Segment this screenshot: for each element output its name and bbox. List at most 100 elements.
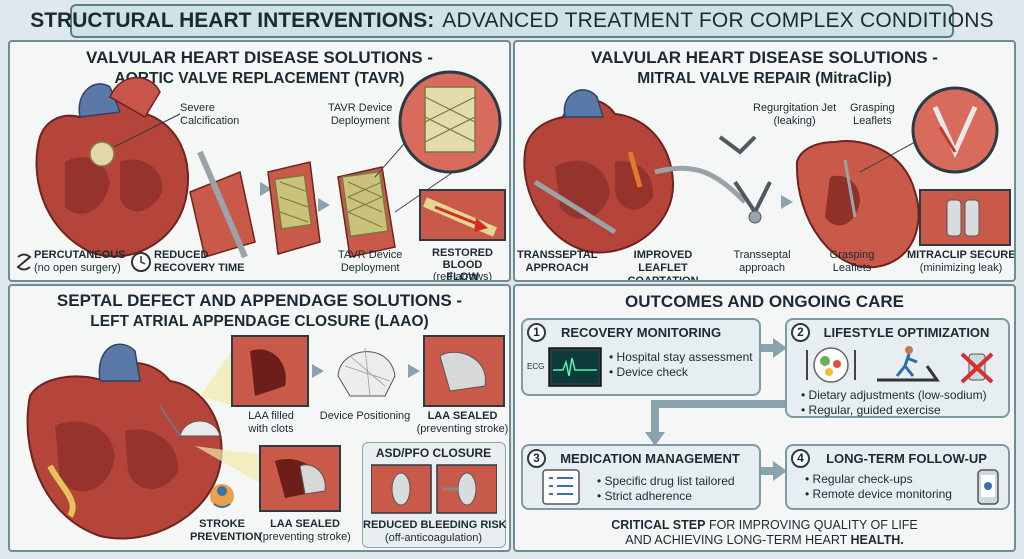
vessel-icon (189, 150, 256, 259)
card-bullet: Remote device monitoring (805, 487, 952, 502)
restored-flow-label: RESTORED BLOOD FLOW (432, 247, 493, 282)
bleeding-risk-label: REDUCED BLEEDING RISK (363, 519, 507, 531)
clip-secured-icon (919, 189, 1011, 246)
percutaneous-label: PERCUTANEOUS (34, 249, 126, 261)
restored-flow-sub-label: (red arrows) (432, 271, 493, 282)
laa-sealed-top-sub-label: (preventing stroke) (416, 423, 509, 435)
laao-illustration (26, 335, 505, 540)
clip-icon (733, 180, 772, 224)
laa-sealed-bottom-sub-label: (preventing stroke) (259, 531, 351, 543)
grasping-bottom-label: Grasping Leaflets (829, 249, 875, 274)
transseptal-approach-bold-label: TRANSSEPTAL APPROACH (517, 249, 598, 274)
footer-bold: CRITICAL STEP (611, 518, 706, 532)
tavr-deployment-bottom-label: TAVR Device Deployment (338, 249, 403, 274)
card-bullet: Regular, guided exercise (801, 403, 987, 418)
card-lifestyle-optimization: 2 LIFESTYLE OPTIMIZATION Dietary a (785, 318, 1010, 418)
card-bullet: Specific drug list tailored (597, 474, 735, 489)
panel-mitraclip: VALVULAR HEART DISEASE SOLUTIONS - MITRA… (513, 40, 1016, 282)
ecg-label: ECG (527, 362, 545, 371)
magnifier-icon (859, 86, 999, 174)
footer-line2-text: AND ACHIEVING LONG-TERM HEART (625, 533, 848, 547)
stroke-prevention-label: STROKE PREVENTION (190, 518, 262, 543)
tavr-title-line2: AORTIC VALVE REPLACEMENT (TAVR) (114, 70, 405, 87)
card-bullet: Device check (609, 365, 753, 380)
occluder-device-icon (159, 405, 221, 437)
heart-icon (523, 89, 675, 254)
tavr-title-line1: VALVULAR HEART DISEASE SOLUTIONS - (86, 48, 433, 67)
reduced-label: REDUCED (154, 249, 209, 261)
laa-sealed-top-label: LAA SEALED (427, 410, 498, 422)
lifestyle-icons (806, 346, 994, 384)
food-plate-icon (806, 347, 856, 383)
header-title-bold: STRUCTURAL HEART INTERVENTIONS: (30, 9, 435, 32)
clock-icon (131, 252, 151, 272)
card-title: RECOVERY MONITORING (560, 325, 722, 340)
flow-arrows (645, 338, 795, 481)
card-medication-management: 3 MEDICATION MANAGEMENT Specific drug li… (521, 444, 761, 510)
asd-pfo-box: ASD/PFO CLOSURE REDUCED BLEEDING RISK (o… (362, 442, 507, 548)
device-positioning-icon (337, 347, 396, 397)
laao-title-line1: SEPTAL DEFECT AND APPENDAGE SOLUTIONS - (56, 291, 463, 310)
laa-sealed-icon (423, 335, 505, 407)
bleeding-risk-sub-label: (off-anticoagulation) (384, 532, 483, 544)
footer-line1: CRITICAL STEP FOR IMPROVING QUALITY OF L… (515, 518, 1014, 533)
card-number: 3 (527, 449, 546, 468)
improved-coaptation-label: IMPROVED LEAFLET COAPTATION (627, 249, 699, 282)
recovery-time-label: RECOVERY TIME (154, 262, 245, 274)
phone-monitor-icon (977, 469, 999, 505)
restored-flow-icon (419, 189, 506, 241)
card-title: LONG-TERM FOLLOW-UP (826, 451, 987, 466)
device-positioning-label: Device Positioning (319, 410, 411, 422)
panel-laao: SEPTAL DEFECT AND APPENDAGE SOLUTIONS - … (8, 284, 511, 552)
page-header: STRUCTURAL HEART INTERVENTIONS: ADVANCED… (30, 4, 994, 38)
laa-sealed-bottom-label: LAA SEALED (270, 518, 340, 530)
mitraclip-secured-label: MITRACLIP SECURED (907, 249, 1016, 261)
severe-calcification-label: Severe Calcification (180, 102, 240, 127)
footer-rest: FOR IMPROVING QUALITY OF LIFE (708, 518, 918, 532)
tavr-illustration (16, 70, 506, 272)
card-title: MEDICATION MANAGEMENT (560, 451, 740, 466)
header-title-rest: ADVANCED TREATMENT FOR COMPLEX CONDITION… (442, 9, 994, 32)
clip-open-icon (718, 135, 757, 155)
mitral-title-line2: MITRAL VALVE REPAIR (MitraClip) (637, 70, 892, 87)
footer-line2: AND ACHIEVING LONG-TERM HEART HEALTH. (515, 533, 1014, 548)
outcomes-title: OUTCOMES AND ONGOING CARE (625, 292, 904, 311)
heart-icon (35, 76, 189, 258)
panel-outcomes: OUTCOMES AND ONGOING CARE 1 RECOVERY MON… (513, 284, 1016, 552)
stent-deployed-icon (337, 166, 396, 258)
treadmill-icon (877, 346, 940, 382)
card-number: 1 (527, 323, 546, 342)
laa-clots-icon (231, 335, 309, 407)
mitraclip-secured-sub-label: (minimizing leak) (919, 262, 1003, 274)
card-bullet: Regular check-ups (805, 472, 952, 487)
percutaneous-sub-label: (no open surgery) (34, 262, 121, 274)
mitral-illustration (523, 86, 1011, 269)
laa-clots-label: LAA filled with clots (248, 410, 294, 435)
heart-icon (26, 343, 223, 540)
card-bullet: Hospital stay assessment (609, 350, 753, 365)
mitral-title-line1: VALVULAR HEART DISEASE SOLUTIONS - (591, 48, 938, 67)
card-number: 4 (791, 449, 810, 468)
tavr-deployment-top-label: TAVR Device Deployment (328, 102, 393, 127)
grasping-top-label: Grasping Leaflets (850, 102, 895, 127)
asd-pfo-title: ASD/PFO CLOSURE (375, 446, 492, 460)
ecg-monitor-icon (548, 347, 602, 387)
card-number: 2 (791, 323, 810, 342)
percutaneous-icon (16, 253, 32, 271)
checklist-icon (542, 469, 580, 505)
card-long-term-follow-up: 4 LONG-TERM FOLLOW-UP Regular check-ups … (785, 444, 1010, 510)
footer-bold2: HEALTH. (850, 533, 904, 547)
no-salt-icon (960, 352, 994, 384)
heart-section-icon (795, 140, 920, 269)
card-bullet: Dietary adjustments (low-sodium) (801, 388, 987, 403)
laao-title-line2: LEFT ATRIAL APPENDAGE CLOSURE (LAAO) (90, 313, 429, 330)
card-title: LIFESTYLE OPTIMIZATION (823, 325, 990, 340)
asd-illustration (371, 464, 497, 514)
brain-shield-icon (210, 484, 234, 508)
card-recovery-monitoring: 1 RECOVERY MONITORING ECG Hospital stay … (521, 318, 761, 396)
transseptal-approach-label: Transseptal approach (733, 249, 791, 274)
panel-tavr: VALVULAR HEART DISEASE SOLUTIONS - AORTI… (8, 40, 511, 282)
card-bullet: Strict adherence (597, 489, 735, 504)
regurgitation-label: Regurgitation Jet (leaking) (753, 102, 837, 127)
laa-sealed-bottom-icon (259, 445, 341, 512)
